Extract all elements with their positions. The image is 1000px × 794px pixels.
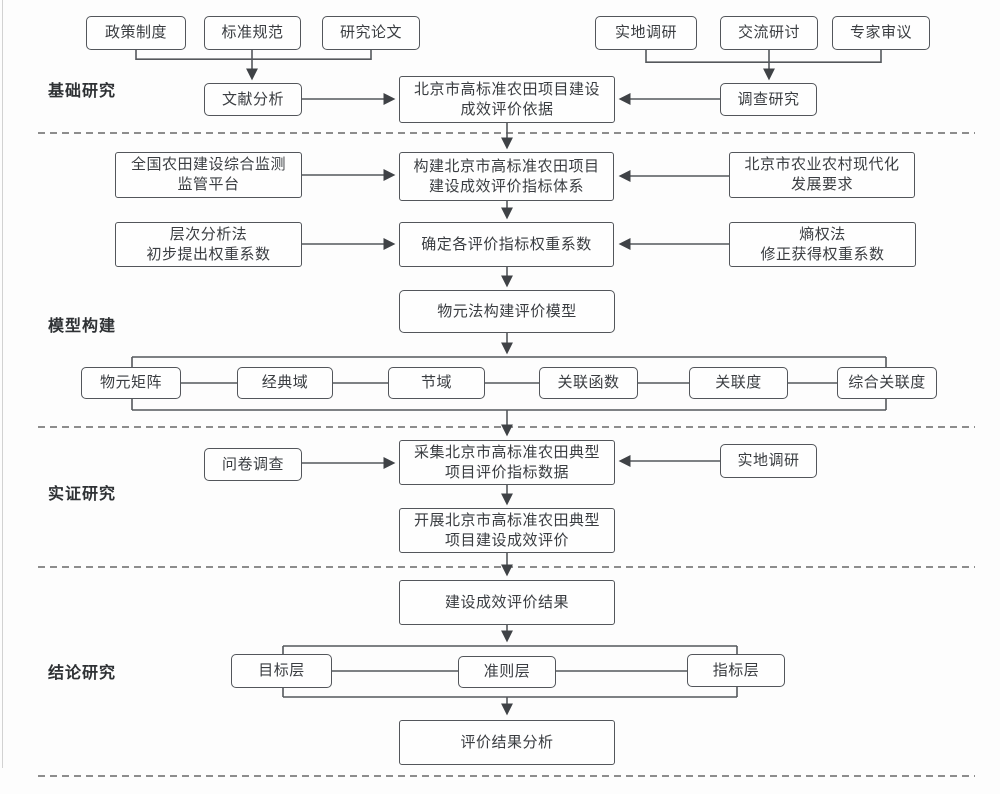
node-matter-element-matrix: 物元矩阵: [81, 367, 181, 399]
node-conduct-evaluation: 开展北京市高标准农田典型 项目建设成效评价: [399, 508, 615, 553]
node-policy: 政策制度: [86, 16, 186, 50]
node-ahp: 层次分析法 初步提出权重系数: [115, 222, 302, 267]
node-paper: 研究论文: [322, 16, 420, 50]
node-section-domain: 节域: [388, 367, 485, 399]
node-evaluation-basis: 北京市高标准农田项目建设 成效评价依据: [399, 76, 615, 123]
section-label-empirical-research: 实证研究: [48, 486, 117, 503]
node-evaluation-result: 建设成效评价结果: [399, 580, 615, 625]
node-entropy: 熵权法 修正获得权重系数: [729, 222, 916, 267]
node-exchange: 交流研讨: [720, 16, 818, 50]
node-field-survey-mid: 实地调研: [720, 444, 817, 478]
node-comprehensive-correlation: 综合关联度: [837, 367, 937, 399]
page-left-edge: [2, 0, 3, 768]
node-questionnaire: 问卷调查: [204, 448, 302, 481]
node-correlation-function: 关联函数: [539, 367, 638, 399]
divider-4: [38, 775, 975, 777]
node-literature-analysis: 文献分析: [204, 83, 302, 116]
node-weight-coefficients: 确定各评价指标权重系数: [399, 222, 614, 267]
node-field-survey-top: 实地调研: [595, 16, 697, 50]
node-standard: 标准规范: [204, 16, 301, 50]
node-monitoring-platform: 全国农田建设综合监测 监管平台: [115, 152, 302, 198]
node-criterion-layer: 准则层: [458, 656, 556, 688]
node-classical-domain: 经典域: [237, 367, 333, 399]
node-target-layer: 目标层: [231, 654, 332, 688]
node-modernization: 北京市农业农村现代化 发展要求: [729, 152, 915, 198]
node-correlation-degree: 关联度: [689, 367, 788, 399]
section-label-model-construction: 模型构建: [48, 318, 117, 335]
section-label-basic-research: 基础研究: [48, 83, 117, 100]
node-indicator-system: 构建北京市高标准农田项目 建设成效评价指标体系: [399, 152, 614, 201]
node-matter-element-model: 物元法构建评价模型: [399, 290, 615, 333]
node-indicator-layer: 指标层: [687, 654, 785, 687]
node-investigation: 调查研究: [720, 83, 817, 116]
node-expert-review: 专家审议: [832, 16, 930, 50]
section-label-conclusion-research: 结论研究: [48, 665, 117, 682]
node-result-analysis: 评价结果分析: [399, 720, 615, 765]
node-collect-data: 采集北京市高标准农田典型 项目评价指标数据: [399, 440, 615, 485]
